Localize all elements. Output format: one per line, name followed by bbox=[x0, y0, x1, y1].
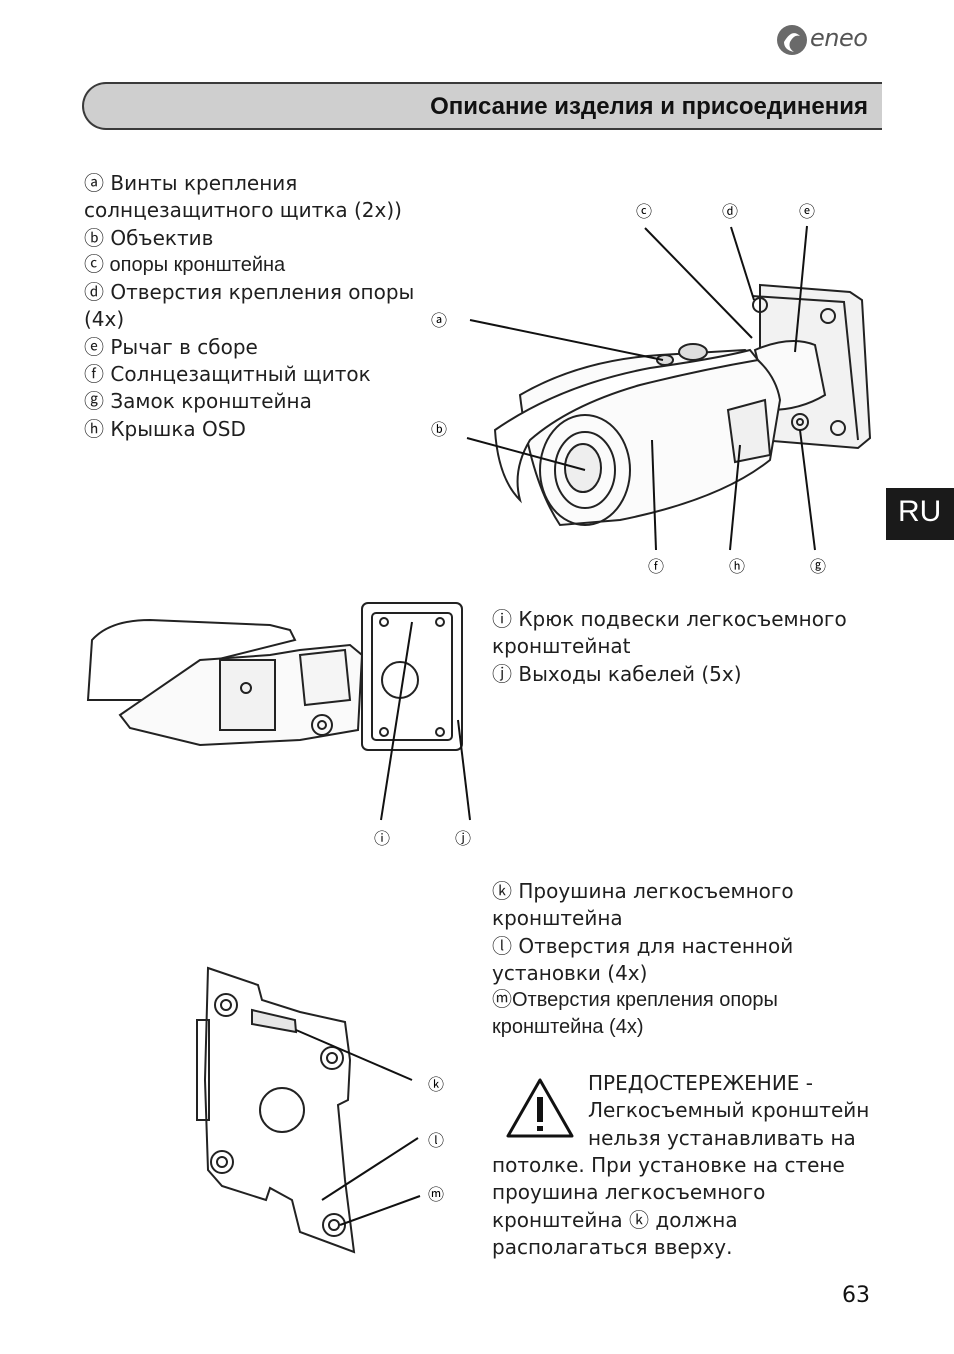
eneo-logo-icon bbox=[777, 25, 807, 55]
warning-line: нельзя устанавливать на bbox=[588, 1125, 856, 1150]
callout-c: ⓒ bbox=[636, 202, 652, 221]
callout-g: ⓖ bbox=[810, 557, 826, 576]
legend-line: ⓐ Винты крепления bbox=[84, 171, 298, 195]
legend-box: ⓘ Крюк подвески легкосъемного кронштейнa… bbox=[492, 606, 872, 688]
legend-line: ⓜОтверстия крепления опоры bbox=[492, 989, 778, 1012]
section-title-bar: Описание изделия и присоединения bbox=[82, 82, 882, 130]
callout-d: ⓓ bbox=[722, 202, 738, 221]
legend-line: ⓔ Рычаг в сборе bbox=[84, 334, 258, 359]
legend-line: ⓗ Крышка OSD bbox=[84, 416, 246, 441]
legend-line: (4x) bbox=[84, 307, 125, 332]
logo-text: eneo bbox=[810, 24, 868, 52]
page-title: Описание изделия и присоединения bbox=[430, 93, 868, 120]
callout-e: ⓔ bbox=[799, 202, 815, 221]
legend-line: ⓕ Солнцезащитный щиток bbox=[84, 362, 371, 387]
callout-f: ⓕ bbox=[648, 557, 664, 576]
callout-l: ⓛ bbox=[428, 1131, 444, 1150]
legend-line: установки (4x) bbox=[492, 960, 648, 985]
warning-line: располагаться вверху. bbox=[492, 1234, 733, 1259]
callout-h: ⓗ bbox=[729, 557, 745, 576]
warning-heading: ПРЕДОСТЕРЕЖЕНИЕ - Легкосъемный кронштейн… bbox=[588, 1070, 888, 1152]
legend-plate: ⓚ Проушина легкосъемного кронштейна ⓛ От… bbox=[492, 878, 872, 1042]
legend-line: ⓓ Отверстия крепления опоры bbox=[84, 280, 415, 305]
legend-line: ⓙ Выходы кабелей (5x) bbox=[492, 661, 742, 686]
legend-line: кронштейнat bbox=[492, 634, 631, 659]
language-tab: RU bbox=[886, 488, 954, 540]
legend-line: ⓖ Замок кронштейна bbox=[84, 389, 312, 414]
legend-line: ⓛ Отверстия для настенной bbox=[492, 933, 794, 958]
warning-line: проушина легкосъемного bbox=[492, 1180, 766, 1205]
legend-line: солнцезащитного щитка (2x)) bbox=[84, 198, 402, 223]
callout-i: ⓘ bbox=[374, 829, 390, 848]
brand-logo: eneo bbox=[774, 22, 884, 58]
warning-line: Легкосъемный кронштейн bbox=[588, 1098, 870, 1123]
legend-camera: ⓐ Винты крепления солнцезащитного щитка … bbox=[84, 170, 434, 443]
language-tab-label: RU bbox=[898, 495, 942, 528]
warning-line: ПРЕДОСТЕРЕЖЕНИЕ - bbox=[588, 1071, 814, 1095]
callout-k: ⓚ bbox=[428, 1075, 444, 1094]
legend-line: кронштейна bbox=[492, 906, 623, 931]
legend-line: ⓚ Проушина легкосъемного bbox=[492, 879, 794, 903]
warning-body: потолке. При установке на стене проушина… bbox=[492, 1152, 882, 1261]
page-number: 63 bbox=[842, 1283, 870, 1308]
legend-line: ⓑ Объектив bbox=[84, 225, 214, 250]
callout-j: ⓙ bbox=[455, 829, 471, 848]
legend-line: кронштейна (4x) bbox=[492, 1016, 644, 1039]
warning-line: потолке. При установке на стене bbox=[492, 1153, 845, 1177]
legend-line: ⓘ Крюк подвески легкосъемного bbox=[492, 607, 847, 631]
legend-line: ⓒ опоры кронштейна bbox=[84, 253, 286, 276]
callout-m: ⓜ bbox=[428, 1185, 444, 1204]
warning-line: кронштейна ⓚ должна bbox=[492, 1207, 738, 1232]
